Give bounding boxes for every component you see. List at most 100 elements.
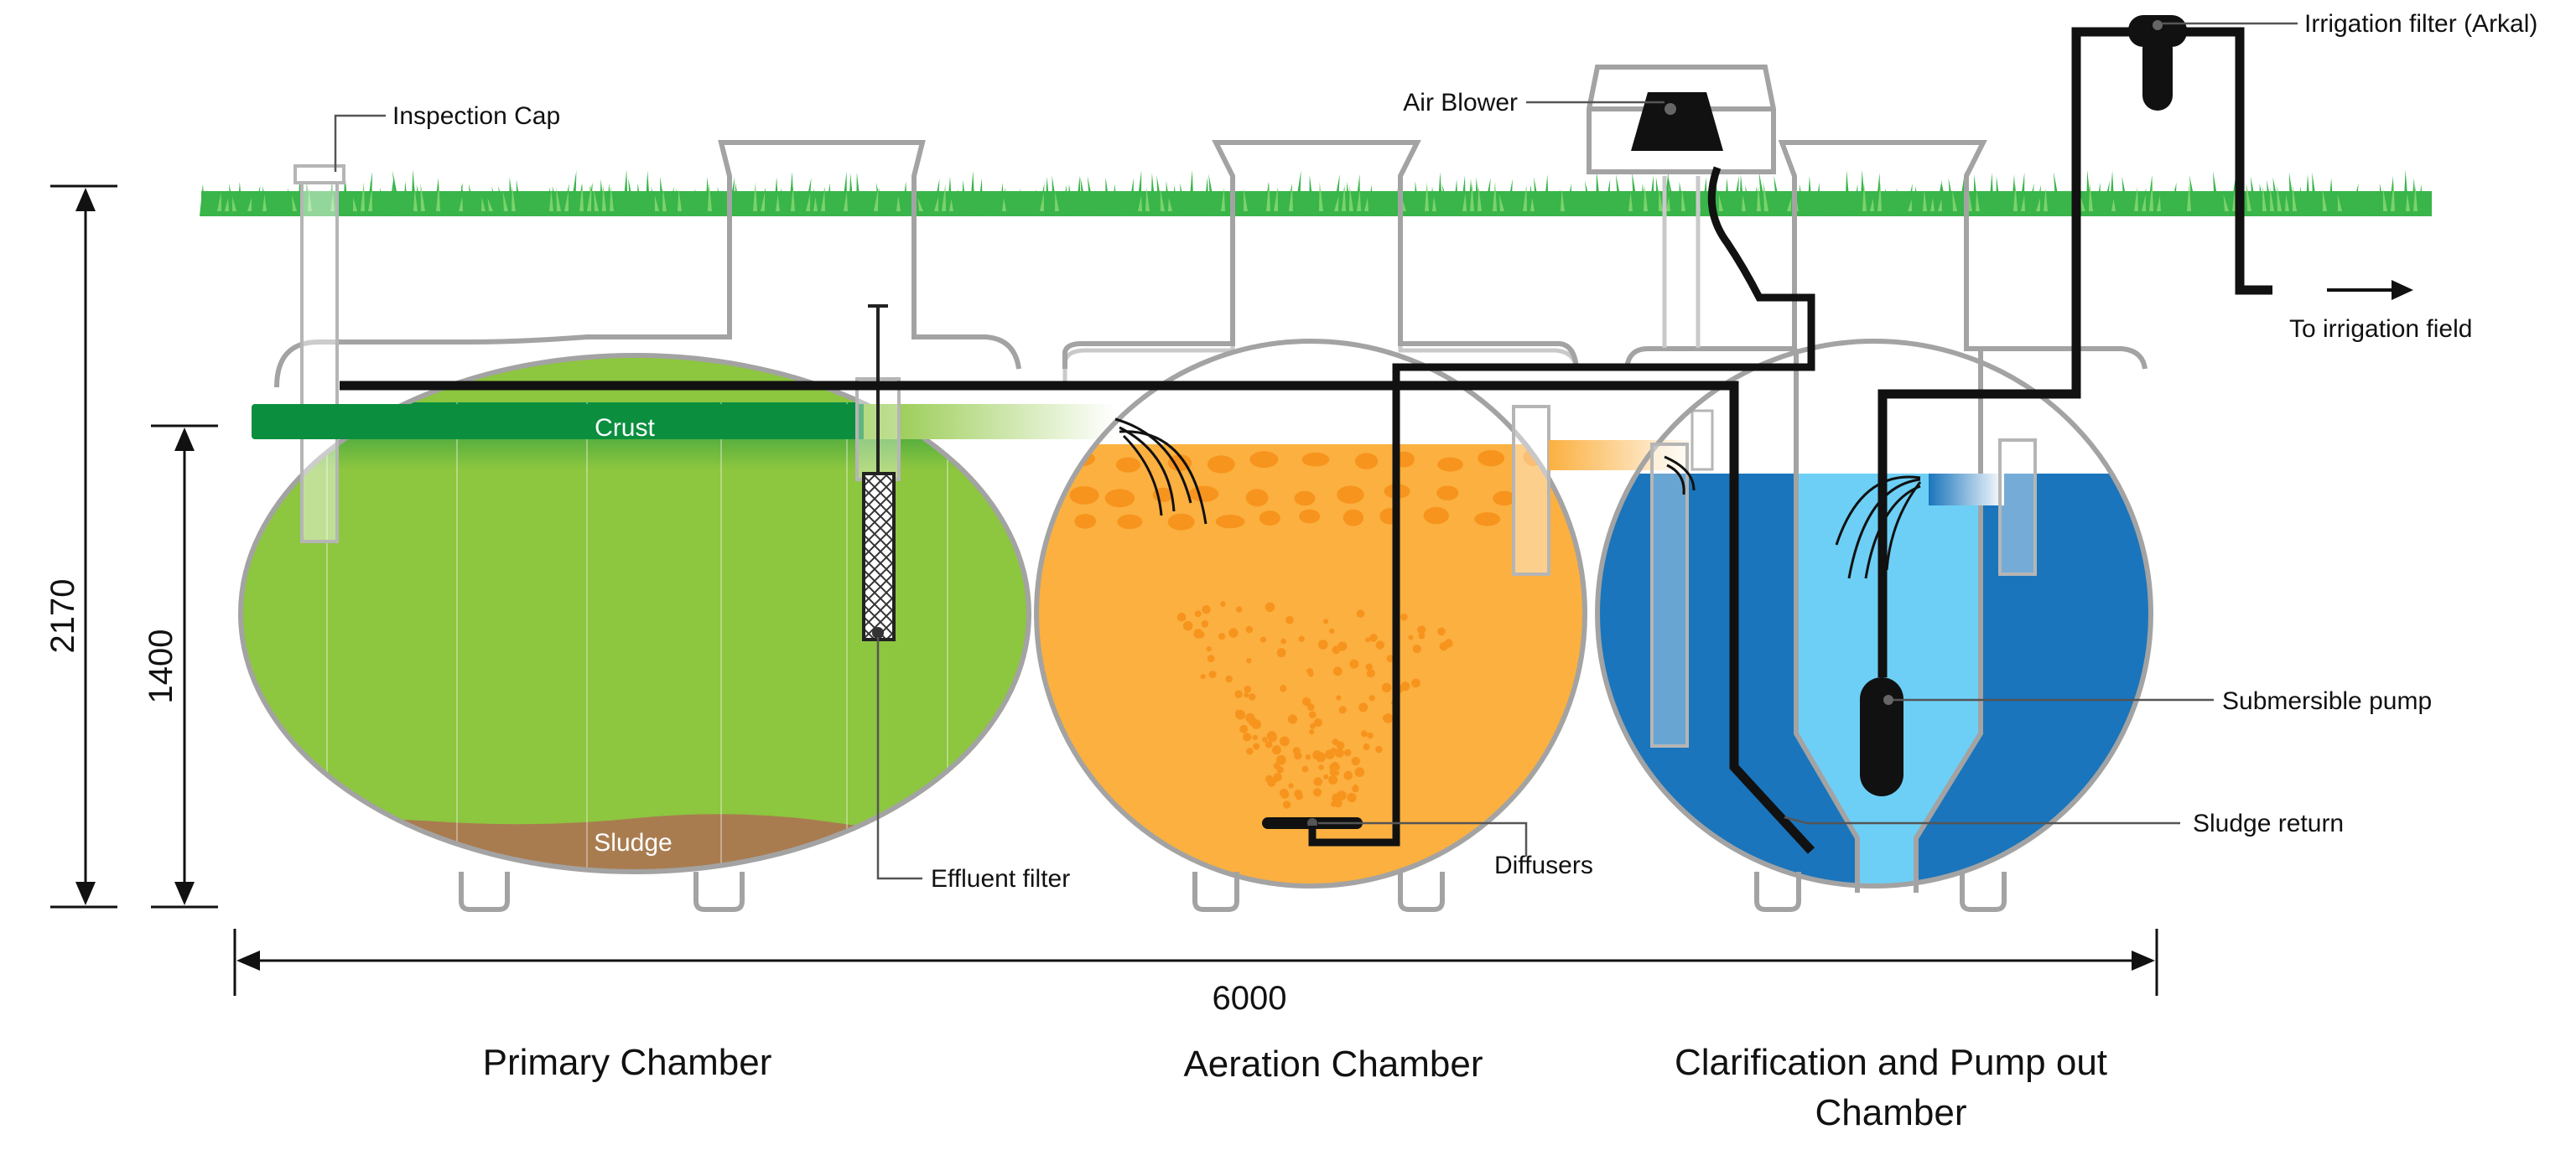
air-bubble [1343, 749, 1352, 757]
floc-blob [1294, 490, 1316, 506]
sludge-label: Sludge [594, 829, 672, 857]
air-bubble [1245, 625, 1254, 634]
air-bubble [1244, 685, 1252, 693]
sludge-return-label: Sludge return [2193, 810, 2344, 837]
air-bubble [1207, 655, 1215, 662]
air-bubble [1243, 733, 1252, 742]
air-bubble [1208, 671, 1217, 679]
crust-label: Crust [595, 414, 655, 442]
air-bubble [1282, 801, 1291, 809]
air-bubble [1206, 645, 1212, 652]
air-bubble [1313, 718, 1322, 728]
air-bubble [1239, 724, 1249, 733]
air-bubble [1272, 776, 1279, 783]
air-blower-label: Air Blower [1403, 89, 1518, 117]
air-bubble [1298, 635, 1305, 642]
air-bubble [1323, 774, 1329, 780]
air-bubble [1412, 645, 1421, 654]
height-total-label: 2170 [44, 579, 81, 654]
air-bubble [1306, 668, 1313, 675]
air-bubble [1220, 601, 1226, 607]
air-bubble [1294, 789, 1302, 798]
air-bubble [1182, 620, 1193, 631]
height-liquid-label: 1400 [143, 630, 179, 704]
air-bubble [1358, 702, 1368, 712]
floc-blob [1437, 457, 1463, 472]
air-bubble [1259, 636, 1267, 643]
air-bubble [1234, 690, 1243, 698]
air-bubble [1363, 744, 1370, 750]
air-bubble [1411, 678, 1420, 688]
air-bubble [1301, 697, 1311, 707]
air-bubble [1408, 635, 1414, 640]
clarification-chamber-caption-line1: Clarification and Pump out [1675, 1042, 2107, 1083]
floc-blob [1337, 485, 1364, 504]
air-bubble [1194, 610, 1202, 618]
floc-blob [1245, 489, 1269, 507]
air-bubble [1375, 745, 1383, 754]
air-bubble [1252, 734, 1259, 741]
air-bubble [1366, 669, 1375, 678]
air-bubble [1369, 634, 1378, 642]
floc-blob [1343, 509, 1364, 526]
air-bubble [1201, 620, 1209, 628]
air-bubble [1349, 659, 1359, 669]
air-bubble [1354, 767, 1365, 777]
air-bubble [1266, 731, 1277, 741]
splash-arcs [1114, 417, 1922, 579]
air-bubble [1245, 712, 1255, 723]
air-bubble [1343, 770, 1353, 780]
floc-blob [1188, 485, 1219, 502]
air-bubble [1328, 775, 1338, 785]
floc-blob [1249, 451, 1279, 469]
air-bubble [1235, 709, 1242, 716]
air-bubble [1288, 783, 1294, 789]
air-bubble [1249, 693, 1256, 701]
floc-blob [1104, 489, 1135, 508]
air-bubble [1305, 754, 1311, 760]
floc-blob [1259, 510, 1280, 526]
air-bubble [1352, 785, 1359, 793]
air-bubble [1368, 695, 1375, 702]
floc-blob [1069, 486, 1099, 505]
primary-chamber: Crust Sludge [238, 140, 1115, 912]
air-bubble [1333, 770, 1339, 776]
inspection-cap-label: Inspection Cap [392, 102, 560, 130]
air-bubble [1417, 625, 1426, 635]
air-bubble [1381, 682, 1392, 692]
irrigation-arrow [2327, 280, 2413, 300]
air-bubble [1294, 751, 1302, 760]
air-bubble [1334, 748, 1344, 758]
air-bubble [1225, 675, 1233, 683]
air-bubble [1202, 605, 1211, 614]
dimension-height-liquid: 1400 [143, 424, 218, 909]
floc-blob [1354, 453, 1379, 469]
air-bubble [1331, 801, 1337, 807]
air-bubble [1200, 674, 1206, 680]
aeration-chamber-caption: Aeration Chamber [1183, 1044, 1483, 1085]
air-bubble [1301, 765, 1309, 773]
air-bubble [1275, 754, 1286, 765]
air-bubble [1218, 633, 1226, 640]
floc-blob [1436, 485, 1459, 500]
air-bubble [1318, 764, 1324, 770]
air-bubble [1285, 615, 1294, 624]
air-bubble [1439, 642, 1448, 651]
to-irrigation-field-label: To irrigation field [2289, 315, 2472, 343]
air-bubble [1365, 663, 1373, 671]
irrigation-filter-label: Irrigation filter (Arkal) [2304, 10, 2537, 38]
floc-blob [1167, 454, 1192, 472]
air-blower [1587, 65, 1776, 348]
air-bubble [1280, 685, 1287, 692]
air-bubble [1287, 714, 1298, 724]
floc-blob [1115, 457, 1140, 473]
air-bubble [1360, 730, 1368, 738]
leader-lines [334, 22, 2298, 880]
air-bubble [1356, 609, 1365, 618]
air-bubble [1309, 729, 1315, 735]
air-bubble [1280, 638, 1286, 645]
floc-blob [1215, 515, 1245, 529]
floc-blob [1207, 455, 1235, 474]
air-bubble [1338, 706, 1347, 714]
